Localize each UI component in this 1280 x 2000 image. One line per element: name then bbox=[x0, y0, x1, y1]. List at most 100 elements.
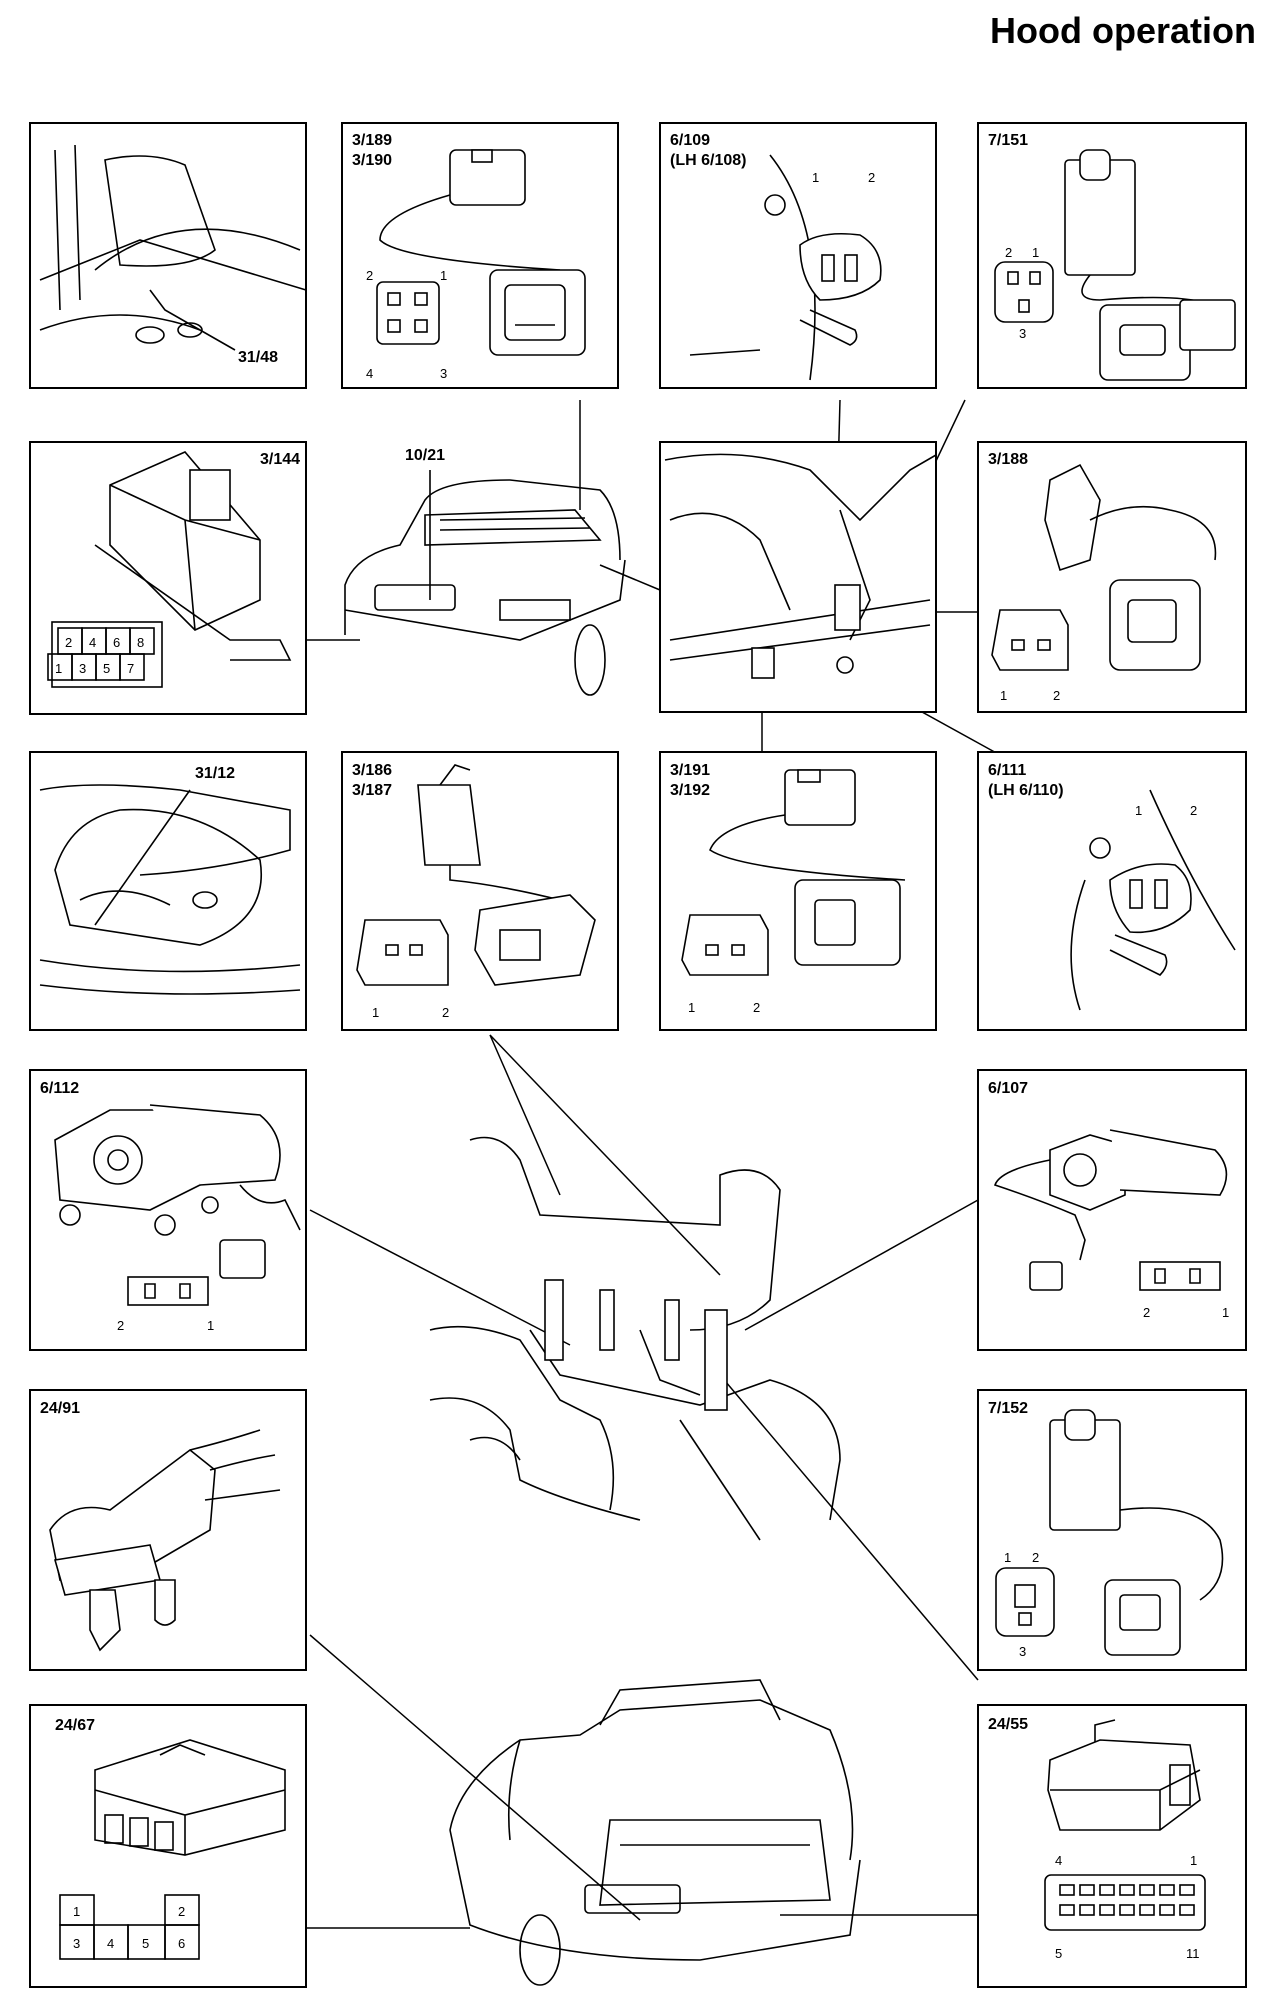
pin-label: 2 bbox=[868, 170, 875, 185]
pin-label: 3 bbox=[440, 366, 447, 381]
component-label: 31/12 bbox=[195, 765, 235, 782]
pin-label: 1 bbox=[1222, 1305, 1229, 1320]
motor-illustration bbox=[993, 1129, 1228, 1291]
component-label: 6/107 bbox=[988, 1080, 1028, 1097]
component-label: 3/144 bbox=[260, 451, 300, 468]
pin-label: 1 bbox=[688, 1000, 695, 1015]
panel-6-107: 6/107 2 1 bbox=[977, 1069, 1247, 1351]
panel-3-144: 3/144 2 4 6 8 1 3 5 7 bbox=[29, 441, 307, 715]
pin-label: 1 bbox=[1135, 803, 1142, 818]
pin-label: 1 bbox=[1004, 1550, 1011, 1565]
pin-label: 2 bbox=[442, 1005, 449, 1020]
component-label: (LH 6/110) bbox=[988, 782, 1064, 799]
pin-label: 11 bbox=[1186, 1946, 1200, 1961]
component-label: 3/188 bbox=[988, 451, 1028, 468]
pin-label: 4 bbox=[89, 635, 96, 650]
panel-24-67: 24/67 1 2 3 4 5 6 bbox=[29, 1704, 307, 1988]
limit-switch-illustration bbox=[1070, 789, 1236, 1011]
panel-24-91: 24/91 bbox=[29, 1389, 307, 1671]
pin-label: 5 bbox=[103, 661, 110, 676]
pin-label: 3 bbox=[1019, 1644, 1026, 1659]
pinout-2-pin: 2 1 bbox=[1139, 1261, 1229, 1320]
panel-24-55: 24/55 4 1 5 11 bbox=[977, 1704, 1247, 1988]
pin-label: 1 bbox=[440, 268, 447, 283]
pin-label: 1 bbox=[1000, 688, 1007, 703]
pin-label: 1 bbox=[207, 1318, 214, 1333]
panel-10-21: 10/21 bbox=[344, 447, 626, 696]
component-label: 6/109 bbox=[670, 132, 710, 149]
pinout-4-pin: 2 1 4 3 bbox=[366, 268, 447, 381]
hood-mechanism-illustration bbox=[429, 1136, 841, 1541]
pin-label: 6 bbox=[113, 635, 120, 650]
pin-label: 3 bbox=[79, 661, 86, 676]
component-label: 3/187 bbox=[352, 782, 392, 799]
pin-label: 1 bbox=[372, 1005, 379, 1020]
component-label: 24/67 bbox=[55, 1717, 95, 1734]
pin-label: 2 bbox=[117, 1318, 124, 1333]
pin-label: 2 bbox=[1053, 688, 1060, 703]
microswitch-with-connector-illustration bbox=[417, 764, 596, 986]
pin-label: 2 bbox=[753, 1000, 760, 1015]
connector-housing-illustration bbox=[1047, 1719, 1201, 1831]
switch-with-connector-illustration bbox=[709, 769, 906, 966]
pin-label: 3 bbox=[1019, 326, 1026, 341]
connector-housing-illustration bbox=[49, 1429, 281, 1652]
pinout-2-pin: 2 1 bbox=[117, 1276, 214, 1333]
panel-7-151: 7/151 2 1 3 bbox=[977, 122, 1247, 389]
pin-label: 7 bbox=[127, 661, 134, 676]
pin-label: 6 bbox=[178, 1936, 185, 1951]
component-label: 24/91 bbox=[40, 1400, 80, 1417]
pinout-2-pin: 1 2 bbox=[681, 914, 769, 1015]
pin-label: 4 bbox=[1055, 1853, 1062, 1868]
panel-trunk-detail bbox=[659, 441, 937, 713]
pin-label: 2 bbox=[366, 268, 373, 283]
pin-label: 5 bbox=[1055, 1946, 1062, 1961]
panel-31-12: 31/12 bbox=[29, 751, 307, 1031]
component-label: 3/189 bbox=[352, 132, 392, 149]
panel-31-48: 31/48 bbox=[29, 122, 307, 389]
connector-housing-illustration bbox=[94, 1739, 286, 1856]
leader-lines bbox=[306, 399, 1001, 1929]
panel-6-112: 6/112 2 1 bbox=[29, 1069, 307, 1351]
convertible-car-illustration bbox=[449, 1679, 861, 1986]
pin-label: 5 bbox=[142, 1936, 149, 1951]
panel-7-152: 7/152 1 2 3 bbox=[977, 1389, 1247, 1671]
car-rear-illustration bbox=[344, 470, 626, 696]
pin-label: 1 bbox=[73, 1904, 80, 1919]
sensor-with-connector-illustration bbox=[1064, 149, 1236, 381]
switch-with-connector-illustration bbox=[379, 149, 586, 356]
pin-label: 2 bbox=[178, 1904, 185, 1919]
pin-label: 1 bbox=[1190, 1853, 1197, 1868]
panel-6-111: 6/111 (LH 6/110) 1 2 bbox=[977, 751, 1247, 1031]
pin-label: 1 bbox=[1032, 245, 1039, 260]
trunk-interior-illustration bbox=[664, 453, 937, 679]
pinout-8-pin: 2 4 6 8 1 3 5 7 bbox=[47, 621, 163, 688]
pin-label: 2 bbox=[1005, 245, 1012, 260]
pin-label: 2 bbox=[1143, 1305, 1150, 1320]
panel-3-189: 3/189 3/190 2 1 4 3 bbox=[341, 122, 619, 389]
pinout-3-pin: 2 1 3 bbox=[994, 245, 1054, 341]
pin-label: 1 bbox=[812, 170, 819, 185]
control-module-illustration bbox=[94, 451, 292, 661]
pinout-2-pin: 1 2 bbox=[356, 919, 449, 1020]
pin-label: 1 bbox=[55, 661, 62, 676]
limit-switch-illustration bbox=[689, 154, 882, 381]
component-label: 24/55 bbox=[988, 1716, 1028, 1733]
pinout-6-pin: 1 2 3 4 5 6 bbox=[59, 1894, 200, 1960]
component-label: (LH 6/108) bbox=[670, 152, 746, 169]
page-title: Hood operation bbox=[990, 10, 1256, 51]
pin-label: 2 bbox=[1032, 1550, 1039, 1565]
component-label: 3/190 bbox=[352, 152, 392, 169]
pin-label: 2 bbox=[1190, 803, 1197, 818]
component-label: 6/112 bbox=[40, 1080, 79, 1097]
pin-label: 4 bbox=[366, 366, 373, 381]
component-label: 31/48 bbox=[238, 349, 278, 366]
pinout-multi-pin: 4 1 5 11 bbox=[1044, 1853, 1206, 1961]
motor-illustration bbox=[54, 1104, 301, 1279]
pinout-2-pin: 1 2 bbox=[991, 609, 1069, 703]
component-label: 7/151 bbox=[988, 132, 1028, 149]
roof-rear-view-illustration bbox=[39, 144, 307, 351]
component-label: 3/191 bbox=[670, 762, 710, 779]
pin-label: 4 bbox=[107, 1936, 114, 1951]
